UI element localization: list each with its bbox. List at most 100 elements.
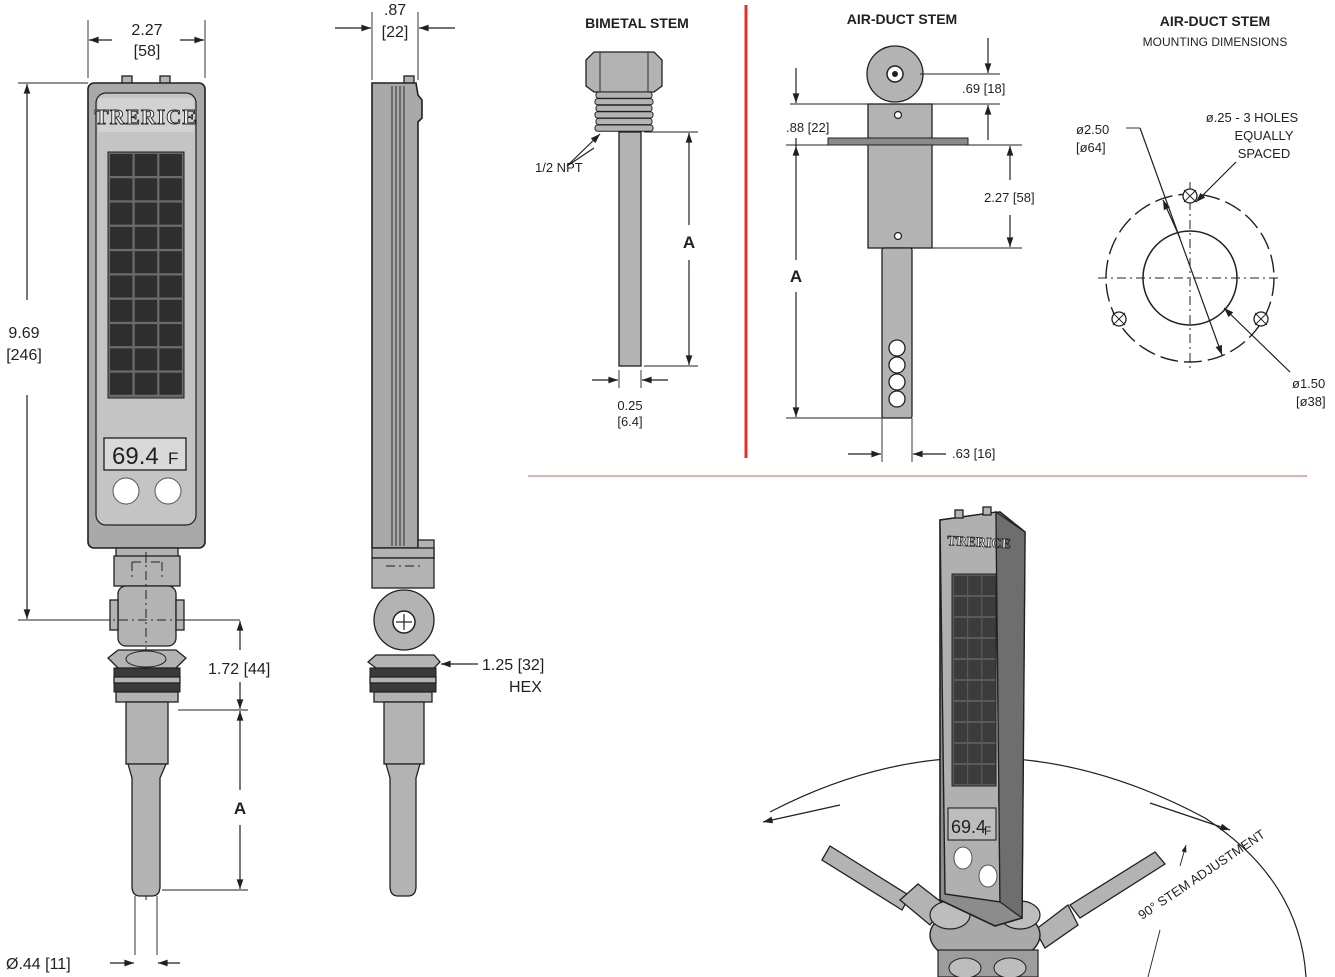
bimetal-stem-detail: BIMETAL STEM 1/2 NPT A 0.25 [6.4] [535, 15, 698, 429]
solar-cell [110, 324, 133, 347]
npt-thread [594, 111, 654, 119]
solar-cell [159, 275, 182, 298]
iso-solar-cell [954, 618, 967, 637]
iso-solar-cell [954, 639, 967, 658]
isometric-view: TRERICE 69.4 F 90° STEM ADJUSTMENT [762, 506, 1307, 977]
hex-label: HEX [509, 679, 542, 696]
mounting-subtitle: MOUNTING DIMENSIONS [1143, 35, 1288, 49]
iso-solar-cell [982, 765, 996, 784]
air-duct-stem-detail: AIR-DUCT STEM .69 [18] .88 [22] 2.27 [58… [786, 11, 1035, 462]
side-depth-dim: .87 [384, 2, 406, 19]
iso-solar-cell [968, 639, 982, 658]
iso-solar-cell [982, 618, 996, 637]
duct-width-dim: .63 [16] [952, 446, 995, 461]
display-value: 69.4 [112, 443, 159, 470]
iso-solar-cell [968, 576, 982, 595]
iso-solar-cell [954, 723, 967, 742]
duct-bracket [867, 103, 933, 249]
iso-display-value: 69.4 [951, 817, 986, 837]
solar-cell [159, 251, 182, 274]
sensor-window-left [112, 477, 140, 505]
stem-adjustment-label: 90° STEM ADJUSTMENT [1135, 826, 1268, 922]
stem [127, 763, 167, 897]
front-height-dim: 9.69 [8, 325, 39, 342]
side-case [371, 82, 423, 549]
iso-solar-cell [982, 681, 996, 700]
solar-cell [134, 299, 158, 322]
solar-cell [110, 154, 133, 176]
sensor-window-right [154, 477, 182, 505]
brand-logo: TRERICE [95, 105, 198, 129]
iso-brand-logo: TRERICE [947, 534, 1011, 552]
duct-length: A [790, 267, 802, 286]
mounting-title: AIR-DUCT STEM [1160, 13, 1270, 29]
duct-stem [881, 247, 913, 419]
solar-cell [134, 202, 158, 225]
front-width-dim: 2.27 [131, 22, 162, 39]
solar-cell [159, 324, 182, 347]
iso-solar-cell [954, 660, 967, 679]
iso-display [947, 807, 997, 841]
iso-display-unit: F [984, 824, 991, 838]
npt-thread [595, 104, 653, 112]
duct-bracket-dim: 2.27 [58] [984, 190, 1035, 205]
iso-solar-cell [954, 576, 967, 595]
solar-cell [110, 275, 133, 298]
display-unit: F [168, 449, 178, 468]
mounting-dimensions-detail: AIR-DUCT STEM MOUNTING DIMENSIONS ø2.50 … [1076, 13, 1326, 409]
solar-cell [134, 275, 158, 298]
iso-solar-cell [982, 639, 996, 658]
stem-collar [125, 701, 169, 765]
solar-cell [134, 154, 158, 176]
neck-dim: 1.72 [44] [208, 661, 270, 678]
solar-cell [134, 372, 158, 395]
side-depth-dim-metric: [22] [382, 24, 409, 41]
solar-cell [159, 202, 182, 225]
iso-solar-cell [968, 597, 982, 616]
bimetal-stem-shaft [618, 131, 642, 367]
solar-cell [134, 251, 158, 274]
thread-label: 1/2 NPT [535, 160, 583, 175]
holes-line-1: ø.25 - 3 HOLES [1206, 110, 1299, 125]
iso-solar-cell [968, 681, 982, 700]
inner-dia-dim: ø1.50 [1292, 376, 1325, 391]
solar-panel [107, 151, 185, 399]
npt-thread [594, 124, 654, 132]
iso-solar-cell [968, 723, 982, 742]
iso-solar-cell [954, 702, 967, 721]
holes-line-3: SPACED [1238, 146, 1291, 161]
outer-dia-dim: ø2.50 [1076, 122, 1109, 137]
iso-solar-cell [968, 744, 982, 763]
inner-dia-dim-metric: [ø38] [1296, 394, 1326, 409]
iso-solar-panel [951, 573, 997, 787]
swivel-joint [117, 585, 177, 647]
solar-cell [159, 299, 182, 322]
solar-cell [159, 226, 182, 249]
iso-solar-cell [982, 597, 996, 616]
iso-solar-cell [982, 744, 996, 763]
duct-top-dim: .69 [18] [962, 81, 1005, 96]
front-height-dim-metric: [246] [6, 347, 42, 364]
bimetal-title: BIMETAL STEM [585, 15, 689, 31]
air-duct-title: AIR-DUCT STEM [847, 11, 957, 27]
hex-nut [107, 649, 187, 669]
iso-solar-cell [954, 744, 967, 763]
iso-solar-cell [982, 702, 996, 721]
solar-cell [134, 226, 158, 249]
bimetal-length: A [683, 233, 695, 252]
front-view: 2.27 [58] 9.69 [246] TRERICE 69.4 F [6, 20, 270, 973]
bimetal-hex [585, 51, 663, 93]
outer-dia-dim-metric: [ø64] [1076, 140, 1106, 155]
solar-cell [134, 324, 158, 347]
solar-cell [110, 299, 133, 322]
front-stem-length: A [234, 799, 246, 818]
npt-thread [595, 117, 653, 126]
stem-diameter-dim: Ø.44 [11] [6, 956, 71, 973]
solar-cell [159, 154, 182, 176]
front-width-dim-metric: [58] [134, 43, 161, 60]
iso-solar-cell [954, 597, 967, 616]
bimetal-diameter: 0.25 [617, 398, 642, 413]
npt-thread [594, 98, 654, 106]
bimetal-diameter-metric: [6.4] [617, 414, 642, 429]
